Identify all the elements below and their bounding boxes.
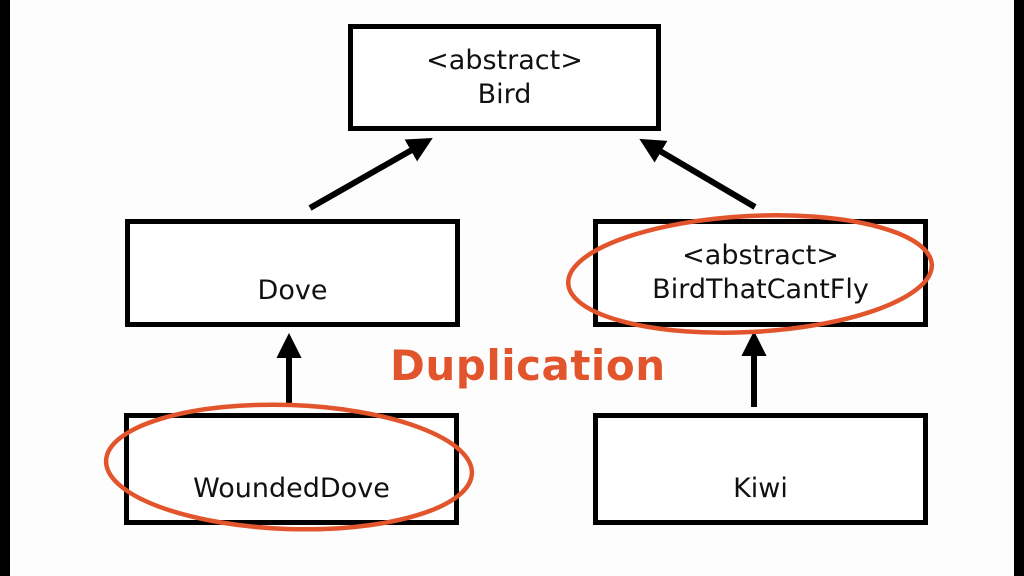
kiwi-class-name: Kiwi [733,473,788,505]
dove-class-name: Dove [257,275,328,307]
class-box-bird: <abstract> Bird [348,24,661,131]
wounded-dove-class-name: WoundedDove [193,473,390,505]
class-box-wounded-dove: WoundedDove [124,413,459,525]
slide: <abstract> Bird Dove <abstract> BirdThat… [10,0,1014,576]
bird-stereotype: <abstract> [426,44,583,76]
class-box-kiwi: Kiwi [593,413,928,525]
arrow-bird-that-cant-fly-to-bird [639,138,757,210]
class-box-dove: Dove [125,219,460,327]
bird-that-cant-fly-class-name: BirdThatCantFly [652,274,869,305]
arrow-dove-to-bird [308,138,433,211]
class-box-bird-that-cant-fly: <abstract> BirdThatCantFly [593,219,928,327]
bird-class-name: Bird [477,78,532,110]
bird-that-cant-fly-stereotype: <abstract> [682,240,839,272]
duplication-annotation: Duplication [390,341,666,390]
